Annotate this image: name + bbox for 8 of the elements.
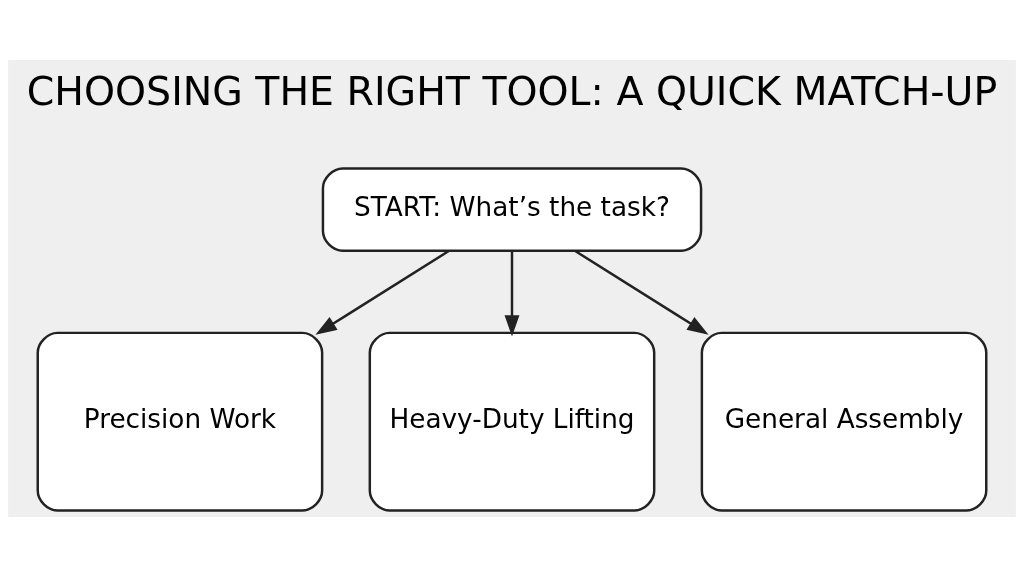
node-box: General Assembly: [700, 331, 988, 512]
arrow: [315, 249, 450, 335]
node-box: START: What’s the task?: [321, 166, 703, 252]
node-box: Heavy-Duty Lifting: [368, 331, 656, 512]
node-box: Precision Work: [36, 331, 324, 512]
arrow: [574, 249, 709, 335]
arrow: [504, 250, 520, 337]
diagram-title: CHOOSING THE RIGHT TOOL: A QUICK MATCH-UP: [26, 67, 998, 114]
